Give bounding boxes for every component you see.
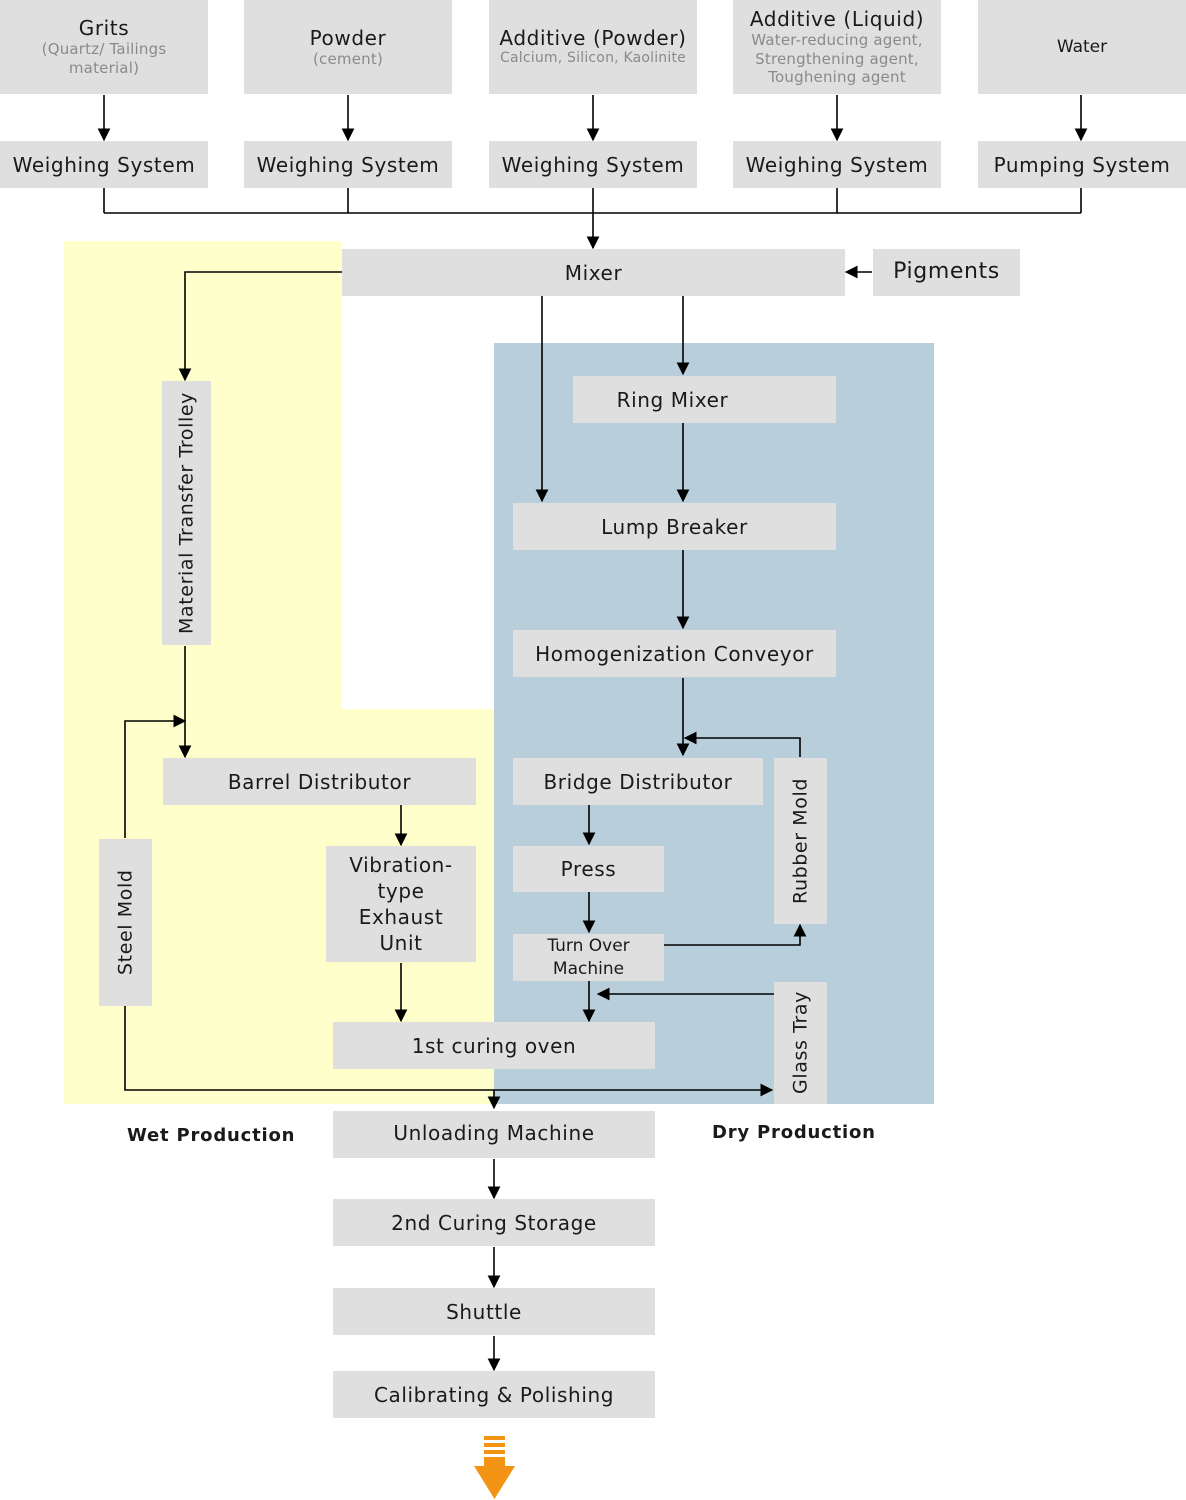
steel-mold: Steel Mold	[99, 839, 152, 1006]
wet-production-label: Wet Production	[127, 1125, 296, 1146]
calibrating-polishing: Calibrating & Polishing	[333, 1371, 655, 1418]
source-detail: (cement)	[312, 49, 383, 68]
rubber-mold: Rubber Mold	[774, 758, 827, 924]
second-curing-storage: 2nd Curing Storage	[333, 1199, 655, 1246]
homogenization-conveyor: Homogenization Conveyor	[513, 630, 836, 677]
source-additive-liquid: Additive (Liquid) Water-reducing agent, …	[733, 0, 941, 94]
shuttle: Shuttle	[333, 1288, 655, 1335]
first-curing-oven: 1st curing oven	[333, 1022, 655, 1069]
source-grits: Grits (Quartz/ Tailings material)	[0, 0, 208, 94]
weighing-system-additive-liquid: Weighing System	[733, 141, 941, 188]
source-detail: Water-reducing agent, Strengthening agen…	[751, 30, 923, 87]
source-title: Additive (Powder)	[499, 26, 687, 51]
dry-production-label: Dry Production	[712, 1122, 876, 1143]
bridge-distributor: Bridge Distributor	[513, 758, 763, 805]
vibration-exhaust-unit: Vibration-type Exhaust Unit	[326, 846, 476, 962]
press: Press	[513, 846, 664, 892]
output-arrow-icon	[474, 1436, 515, 1499]
material-transfer-trolley: Material Transfer Trolley	[162, 381, 211, 645]
unloading-machine: Unloading Machine	[333, 1111, 655, 1158]
source-detail: (Quartz/ Tailings material)	[41, 40, 167, 77]
source-water: Water	[978, 0, 1186, 94]
source-title: Powder	[309, 25, 387, 50]
weighing-system-additive-powder: Weighing System	[489, 141, 697, 188]
turn-over-machine: Turn Over Machine	[513, 934, 664, 981]
source-title: Water	[1056, 36, 1108, 57]
source-title: Grits	[78, 16, 130, 41]
source-detail: Calcium, Silicon, Kaolinite	[500, 50, 686, 67]
lump-breaker: Lump Breaker	[513, 503, 836, 550]
glass-tray: Glass Tray	[774, 982, 827, 1104]
barrel-distributor: Barrel Distributor	[163, 758, 476, 805]
mixer: Mixer	[342, 249, 845, 296]
source-additive-powder: Additive (Powder) Calcium, Silicon, Kaol…	[489, 0, 697, 94]
pigments: Pigments	[873, 249, 1020, 296]
pumping-system-water: Pumping System	[978, 141, 1186, 188]
ring-mixer: Ring Mixer	[573, 376, 836, 423]
source-powder: Powder (cement)	[244, 0, 452, 94]
weighing-system-grits: Weighing System	[0, 141, 208, 188]
weighing-system-powder: Weighing System	[244, 141, 452, 188]
source-title: Additive (Liquid)	[749, 6, 925, 31]
